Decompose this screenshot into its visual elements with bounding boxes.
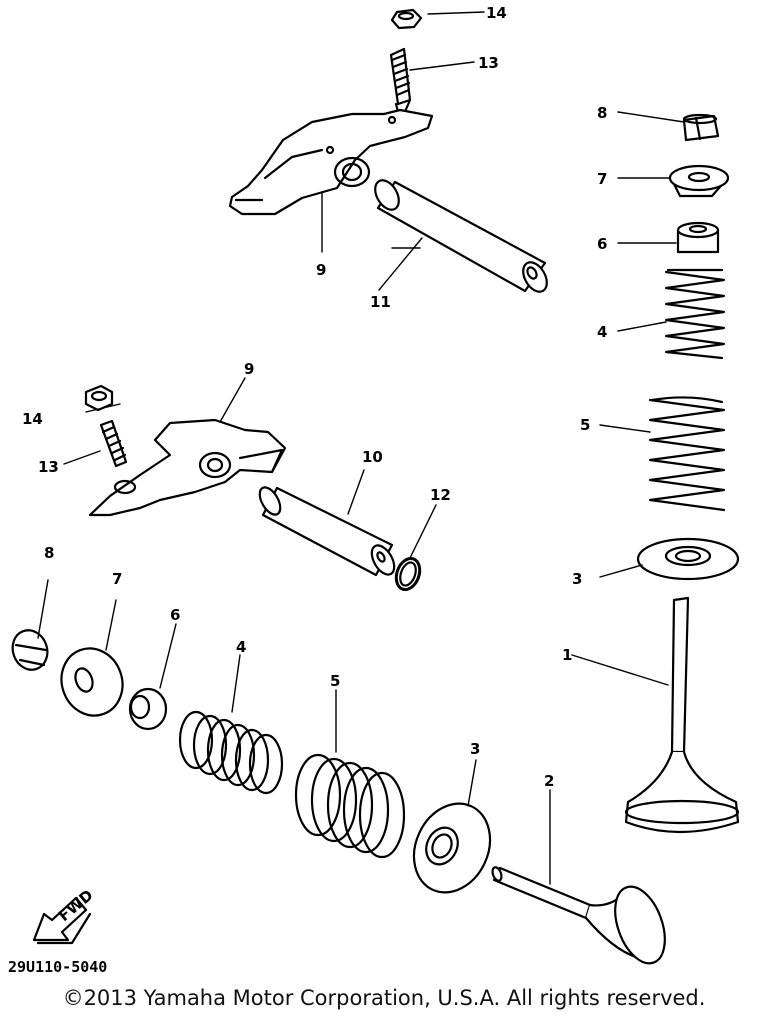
callout-6-right: 6	[597, 235, 607, 253]
callout-1: 1	[562, 646, 572, 664]
callout-11: 11	[370, 293, 391, 311]
lock-nut-top	[390, 8, 423, 30]
lock-nut-lower	[84, 384, 114, 412]
callout-14-top: 14	[486, 4, 507, 22]
inner-valve-spring-right	[664, 268, 726, 360]
diagram-part-code: 29U110-5040	[8, 958, 107, 976]
callout-7-left: 7	[112, 570, 122, 588]
callout-5-left: 5	[330, 672, 340, 690]
callout-7-right: 7	[597, 170, 607, 188]
callout-2: 2	[544, 772, 554, 790]
valve-cotter-left	[11, 629, 49, 671]
callout-13-lower: 13	[38, 458, 59, 476]
callout-4-right: 4	[597, 323, 607, 341]
callout-4-left: 4	[236, 638, 246, 656]
spring-seat-right	[636, 537, 740, 581]
outer-valve-spring-right	[648, 396, 726, 512]
adjuster-screw-top	[389, 47, 412, 118]
callout-leader-lines	[37, 11, 685, 885]
callout-8-right: 8	[597, 104, 607, 122]
valve-stem-seal-right	[676, 221, 720, 254]
inner-valve-spring-left	[178, 710, 284, 795]
callout-3-right: 3	[572, 570, 582, 588]
rocker-shaft-lower	[258, 486, 396, 577]
callout-13-top: 13	[478, 54, 499, 72]
callout-8-left: 8	[44, 544, 54, 562]
rocker-arm-lower	[88, 418, 287, 517]
callout-5-right: 5	[580, 416, 590, 434]
spring-seat-left	[412, 802, 492, 894]
copyright-notice: ©2013 Yamaha Motor Corporation, U.S.A. A…	[62, 986, 706, 1010]
adjuster-screw-lower	[99, 419, 128, 468]
callout-9-top: 9	[316, 261, 326, 279]
valve-vertical	[624, 596, 740, 834]
valve-stem-seal-left	[128, 687, 168, 731]
callout-10: 10	[362, 448, 383, 466]
rocker-arm-top	[228, 108, 434, 216]
forward-arrow-icon	[32, 896, 92, 945]
spring-retainer-right	[668, 164, 730, 198]
rocker-shaft-top	[374, 179, 548, 293]
callout-12: 12	[430, 486, 451, 504]
callout-14-lower: 14	[22, 410, 43, 428]
callout-3-left: 3	[470, 740, 480, 758]
outer-valve-spring-left	[294, 753, 406, 859]
valve-cotter-right	[682, 113, 720, 142]
spring-retainer-left	[60, 647, 124, 717]
callout-6-left: 6	[170, 606, 180, 624]
o-ring	[394, 557, 422, 591]
callout-9-lower: 9	[244, 360, 254, 378]
valve-diagonal	[491, 866, 666, 965]
